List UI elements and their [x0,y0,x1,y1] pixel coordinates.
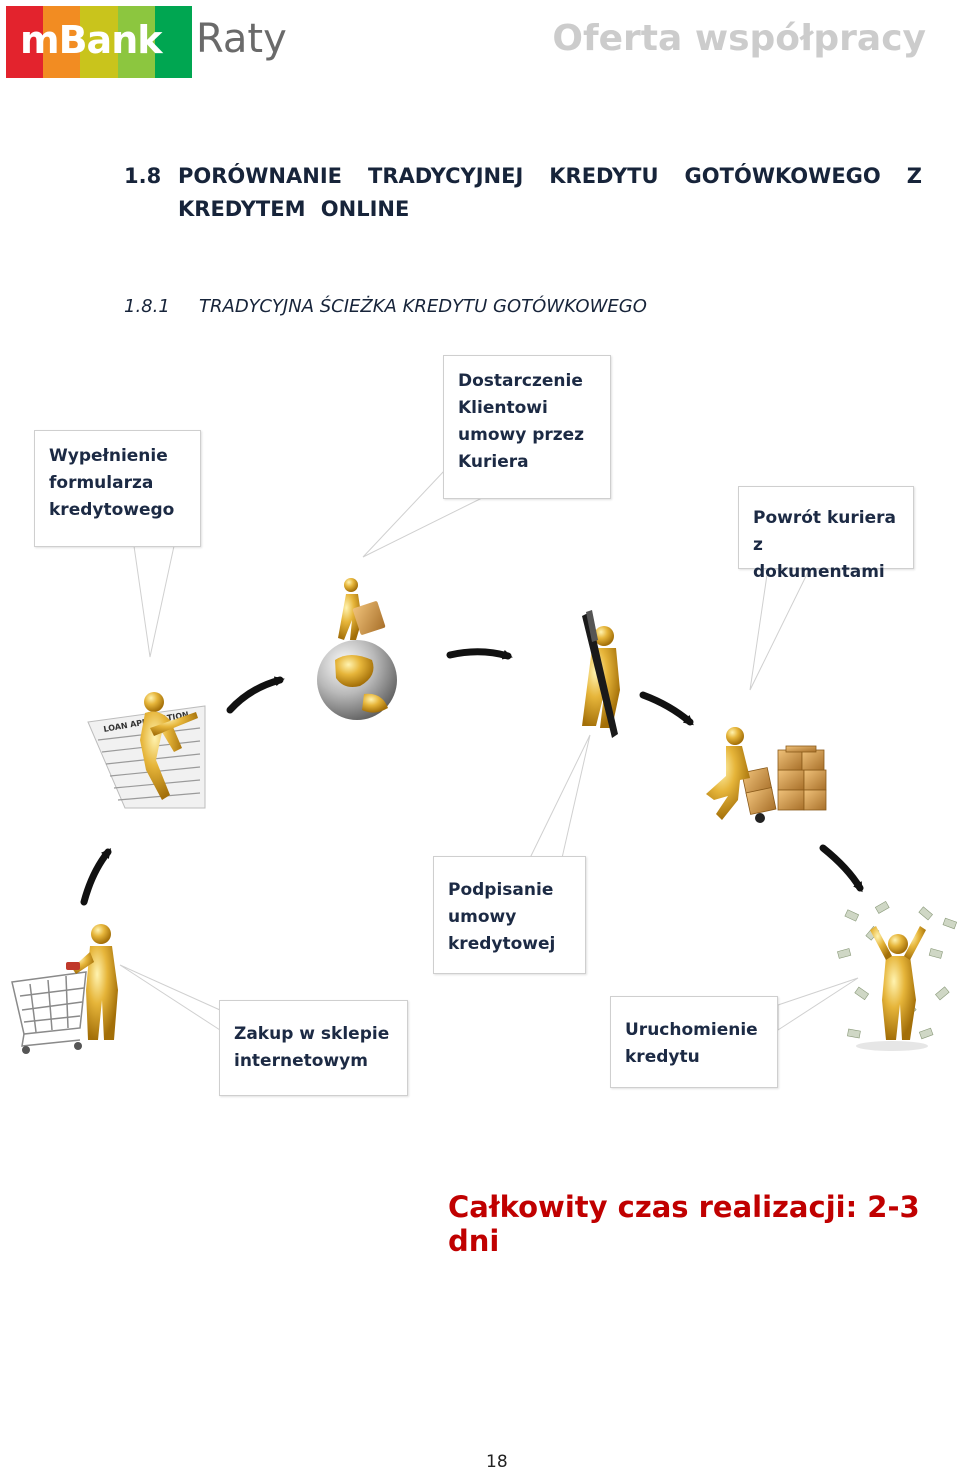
mbank-logo: mBank [6,6,192,78]
step-6-label: Zakup w sklepie internetowym [234,1024,390,1071]
shopping-cart-figure-icon [11,924,118,1054]
tail-step-4 [749,567,811,691]
globe-courier-icon [317,578,397,720]
page-number: 18 [486,1452,508,1472]
money-rain-figure-icon [837,900,958,1051]
total-time-summary: Całkowity czas realizacji: 2-3 dni [448,1190,920,1258]
loan-application-figure-icon: LOAN APPLICATION [87,692,206,809]
step-5-label: Uruchomienie kredytu [625,1020,758,1067]
callout-step-2: Dostarczenie Klientowi umowy przez Kurie… [443,355,611,499]
document-title: Oferta współpracy [552,18,926,59]
callout-step-5: Uruchomienie kredytu [610,996,778,1088]
callout-step-4: Powrót kuriera z dokumentami [738,486,914,582]
arrow-5 [80,848,112,906]
callout-step-6: Zakup w sklepie internetowym [219,1000,408,1096]
section-number: 1.8 [124,164,162,188]
subsection-heading: 1.8.1 TRADYCYJNA ŚCIEŻKA KREDYTU GOTÓWKOW… [124,296,647,317]
step-3-label: Podpisanie umowy kredytowej [448,880,556,954]
step-4-label: Powrót kuriera z dokumentami [753,508,896,582]
step-1-label: Wypełnienie formularza kredytowego [49,446,175,520]
tail-step-6 [119,964,221,1031]
subsection-title: TRADYCYJNA ŚCIEŻKA KREDYTU GOTÓWKOWEGO [199,296,647,317]
tail-step-1 [133,545,175,658]
tail-step-3 [529,734,591,859]
flow-arrows [80,648,864,906]
callout-step-3: Podpisanie umowy kredytowej [433,856,586,974]
arrow-1 [226,676,285,714]
figure-with-pen-icon [582,610,620,738]
arrow-4 [819,844,864,893]
section-title: PORÓWNANIE TRADYCYJNEJ KREDYTU GOTÓWKOWE… [178,164,922,221]
logo-text: mBank [20,18,163,62]
tail-step-5 [777,977,859,1031]
step-2-label: Dostarczenie Klientowi umowy przez Kurie… [458,371,585,472]
callout-step-1: Wypełnienie formularza kredytowego [34,430,201,547]
subsection-number: 1.8.1 [124,296,170,317]
arrow-2 [446,648,513,660]
section-heading: 1.8 PORÓWNANIE TRADYCYJNEJ KREDYTU GOTÓW… [124,160,922,226]
courier-with-boxes-icon [706,727,827,823]
arrow-3 [639,691,694,726]
logo-suffix: Raty [196,16,287,62]
